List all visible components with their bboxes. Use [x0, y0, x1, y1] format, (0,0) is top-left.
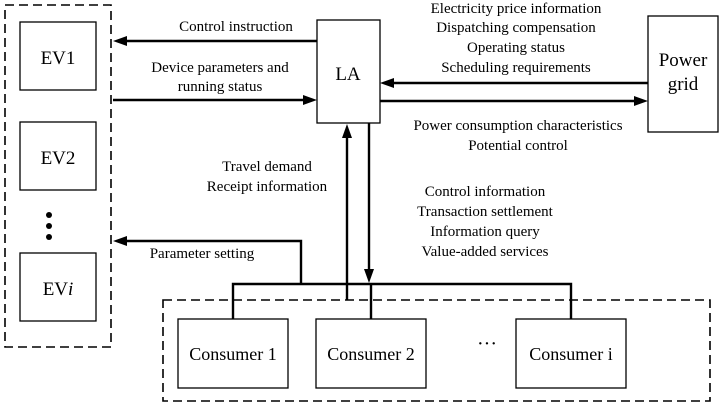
ev1-label: EV1: [41, 48, 76, 69]
la-label: LA: [335, 64, 361, 85]
label-grid-to-la-4: Scheduling requirements: [441, 60, 591, 76]
label-grid-to-la-1: Electricity price information: [431, 1, 602, 17]
arrow-consumer-to-la: [342, 124, 352, 300]
ev2-label: EV2: [41, 148, 76, 169]
consumeri-label: Consumer i: [529, 344, 613, 364]
arrow-control-instruction: [113, 36, 317, 46]
label-la-to-consumer-3: Information query: [430, 224, 540, 240]
consumer-group: [162, 299, 711, 402]
consumer2-label: Consumer 2: [327, 344, 415, 364]
arrow-parameter-setting: [113, 236, 303, 284]
consumer-ellipsis: ···: [477, 333, 497, 355]
consumeri-box: [515, 318, 627, 389]
label-la-to-consumer-1: Control information: [425, 184, 546, 200]
power-grid-label-line2: grid: [668, 74, 699, 95]
label-consumer-to-la-1: Travel demand: [222, 159, 312, 175]
label-consumer-to-la-2: Receipt information: [207, 179, 328, 195]
consumer1-label: Consumer 1: [189, 344, 277, 364]
ev2-box: [19, 121, 97, 191]
label-la-to-grid-1: Power consumption characteristics: [413, 118, 622, 134]
evi-label: EVi: [43, 279, 74, 300]
evi-label-index: i: [68, 279, 73, 300]
label-la-to-consumer-2: Transaction settlement: [417, 204, 554, 220]
power-grid-label-line1: Power: [659, 50, 708, 71]
power-grid-box: [647, 15, 719, 133]
ev-ellipsis: [46, 212, 52, 240]
evi-box: [19, 252, 97, 322]
label-device-parameters-line2: running status: [178, 79, 263, 95]
label-grid-to-la-2: Dispatching compensation: [436, 20, 596, 36]
consumer2-box: [315, 318, 427, 389]
la-box: [316, 19, 381, 124]
arrow-grid-to-la: [380, 78, 648, 88]
arrow-device-parameters: [113, 95, 317, 105]
ev1-box: [19, 21, 97, 91]
consumer-bus: [231, 282, 573, 319]
arrow-la-to-grid: [380, 96, 648, 106]
label-parameter-setting: Parameter setting: [150, 246, 255, 262]
label-la-to-consumer-4: Value-added services: [421, 244, 548, 260]
label-la-to-grid-2: Potential control: [468, 138, 568, 154]
evi-label-prefix: EV: [43, 279, 69, 300]
label-grid-to-la-3: Operating status: [467, 40, 565, 56]
consumer1-box: [177, 318, 289, 389]
arrow-la-to-consumer: [364, 123, 374, 283]
label-control-instruction: Control instruction: [179, 19, 293, 35]
label-device-parameters-line1: Device parameters and: [151, 60, 289, 76]
